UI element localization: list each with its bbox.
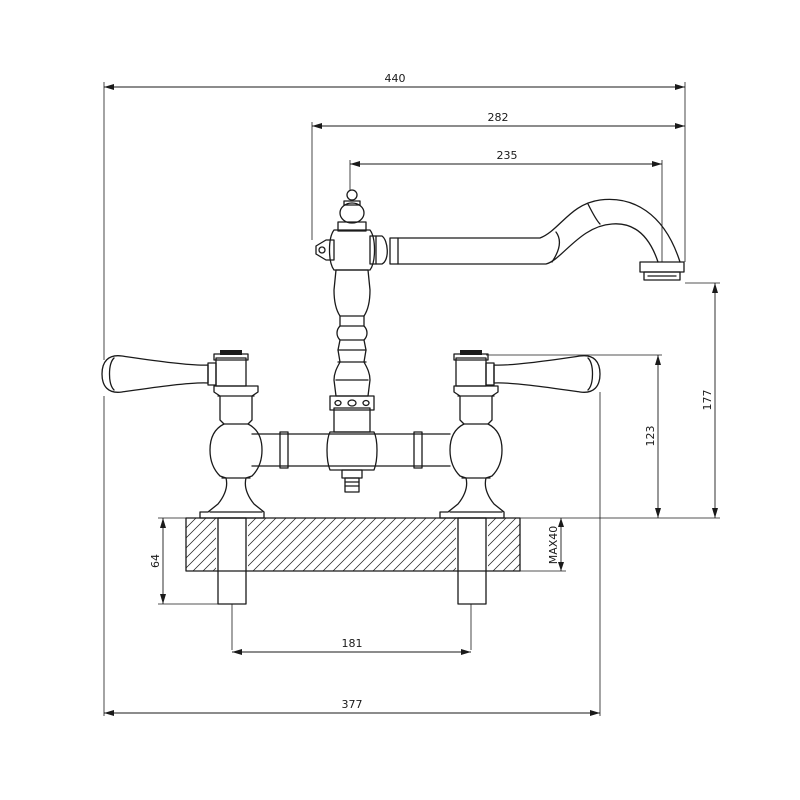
swivel-head bbox=[328, 229, 376, 271]
dim-label-181: 181 bbox=[342, 637, 363, 650]
dim-label-max40: MAX40 bbox=[547, 526, 560, 565]
dimension-base-width: 377 bbox=[104, 698, 600, 716]
hatch-line bbox=[242, 518, 297, 571]
hatch-line bbox=[252, 518, 307, 571]
left-index-button bbox=[220, 350, 242, 355]
dimension-overall-width: 440 bbox=[104, 72, 685, 90]
left-valve-body bbox=[101, 350, 265, 519]
dimension-tail-spacing: 181 bbox=[232, 637, 471, 655]
dim-label-377: 377 bbox=[342, 698, 363, 711]
hatch-line bbox=[342, 518, 397, 571]
hatch-line bbox=[352, 518, 407, 571]
dimension-shank-length: 64 bbox=[149, 518, 166, 604]
spout bbox=[397, 198, 685, 281]
hatch-line bbox=[322, 518, 377, 571]
hatch-line bbox=[312, 518, 367, 571]
dimension-spout-reach: 282 bbox=[312, 111, 685, 129]
dimension-max-deck: MAX40 bbox=[547, 518, 564, 571]
right-index-button bbox=[460, 350, 482, 355]
dim-label-440: 440 bbox=[385, 72, 406, 85]
dim-label-123: 123 bbox=[644, 426, 657, 447]
hatch-line bbox=[272, 518, 327, 571]
countertop-outline bbox=[185, 517, 521, 572]
dim-label-64: 64 bbox=[149, 554, 162, 568]
bridge-nut bbox=[344, 477, 360, 493]
hatch-line bbox=[292, 518, 347, 571]
hatch-line bbox=[482, 533, 520, 571]
right-lever-handle[interactable] bbox=[493, 355, 601, 393]
extension-lines bbox=[103, 82, 720, 716]
hatch-line bbox=[382, 518, 437, 571]
left-lever-handle[interactable] bbox=[101, 355, 209, 393]
aerator-ring bbox=[639, 261, 685, 273]
hatch-line bbox=[502, 553, 520, 571]
hatch-line bbox=[372, 518, 427, 571]
hatch-line bbox=[186, 518, 217, 549]
hatch-line bbox=[302, 518, 357, 571]
left-handle-hub bbox=[215, 357, 247, 387]
dim-label-177: 177 bbox=[701, 390, 714, 411]
countertop-section bbox=[185, 517, 521, 572]
dimension-spout-outlet: 235 bbox=[350, 149, 662, 167]
spout-column bbox=[315, 189, 399, 433]
finial bbox=[339, 189, 365, 224]
dim-label-282: 282 bbox=[488, 111, 509, 124]
hatch-line bbox=[362, 518, 417, 571]
dimension-handle-height: 123 bbox=[644, 355, 661, 518]
dim-label-235: 235 bbox=[497, 149, 518, 162]
right-valve-body bbox=[439, 350, 601, 519]
hatch-line bbox=[186, 518, 197, 529]
right-handle-hub bbox=[455, 357, 487, 387]
countertop-hatch bbox=[186, 518, 520, 571]
hatch-line bbox=[262, 518, 317, 571]
hatch-line bbox=[392, 518, 447, 571]
dimension-spout-height: 177 bbox=[701, 283, 718, 518]
bridge-pipe bbox=[251, 431, 451, 493]
aerator bbox=[643, 271, 681, 281]
hatch-line bbox=[282, 518, 337, 571]
hatch-line bbox=[402, 518, 457, 571]
hatch-line bbox=[332, 518, 387, 571]
hatch-line bbox=[186, 518, 207, 539]
